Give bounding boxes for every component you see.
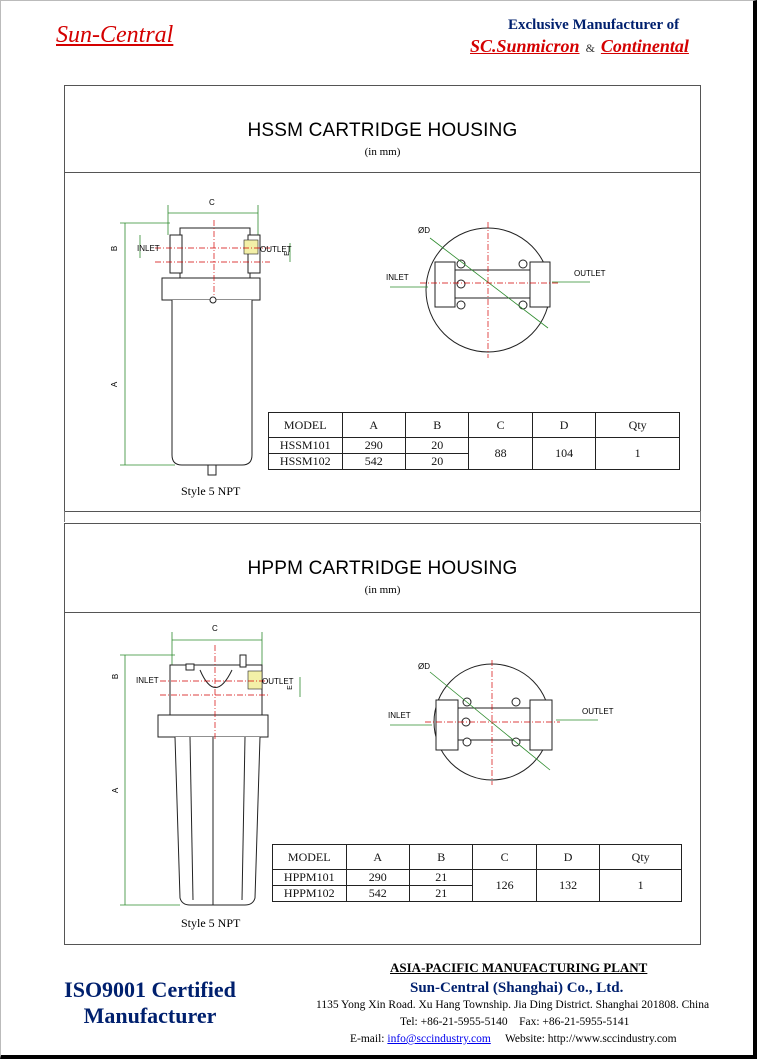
table-row: HSSM101 290 20 88 104 1 <box>268 437 680 470</box>
dim-c-label: C <box>209 198 215 207</box>
a-cell: 290 <box>341 437 406 454</box>
inlet-label: INLET <box>136 676 159 685</box>
center-lines <box>160 645 270 740</box>
qty-cell: 1 <box>595 437 680 470</box>
a-cell: 290 <box>345 869 410 886</box>
top-inlet-label: INLET <box>388 711 411 720</box>
c-cell: 126 <box>472 869 537 902</box>
hppm-spec-table: MODEL A B C D Qty HPPM101 290 21 126 132… <box>272 844 682 902</box>
outlet-fitting <box>243 239 259 255</box>
website-label: Website: <box>504 1033 545 1045</box>
top-outlet-label: OUTLET <box>582 707 614 716</box>
header-b: B <box>408 844 474 870</box>
dim-e-label: E <box>286 685 294 690</box>
model-cell: HPPM102 <box>272 885 347 902</box>
dim-b-label: B <box>111 673 121 680</box>
outlet-label: OUTLET <box>262 677 294 686</box>
sheet-separator <box>64 511 701 522</box>
style-label: Style 5 NPT <box>181 916 241 930</box>
dim-a-label: A <box>111 787 121 794</box>
contact-phone: Tel: +86-21-5955-5140 Fax: +86-21-5955-5… <box>400 1016 629 1028</box>
qty-cell: 1 <box>599 869 682 902</box>
brand-logo-text: Sun-Central <box>56 22 174 48</box>
b-cell: 21 <box>408 869 474 886</box>
sump-bowl <box>174 736 261 906</box>
inlet-port <box>169 234 183 274</box>
dimension-lines <box>120 205 291 466</box>
header-qty: Qty <box>595 412 680 438</box>
table-row: HPPM102 542 21 <box>272 885 682 902</box>
hssm-spec-table: MODEL A B C D Qty HSSM101 290 20 88 104 … <box>268 412 680 470</box>
inlet-label: INLET <box>137 244 160 253</box>
dim-d-label: ØD <box>418 226 430 235</box>
dim-d-label: ØD <box>418 662 430 671</box>
top-outlet-label: OUTLET <box>574 269 606 278</box>
model-cell: HSSM102 <box>268 453 343 470</box>
ampersand: & <box>585 41 595 55</box>
sheet-header: HPPM CARTRIDGE HOUSING (in mm) <box>65 524 700 613</box>
header-model: MODEL <box>268 412 343 438</box>
model-cell: HPPM101 <box>272 869 347 886</box>
sheet-title: HPPM CARTRIDGE HOUSING <box>247 558 518 579</box>
header-d: D <box>535 844 601 870</box>
brand-sunmicron: SC.Sunmicron <box>470 36 580 56</box>
brand-names: SC.Sunmicron&Continental <box>470 36 689 57</box>
brand-continental: Continental <box>600 36 689 56</box>
dim-c-label: C <box>212 624 218 633</box>
c-cell: 88 <box>468 437 533 470</box>
email-link[interactable]: info@sccindustry.com <box>387 1033 491 1045</box>
iso-line-1: ISO9001 Certified <box>64 977 236 1002</box>
website-link[interactable]: http://www.sccindustry.com <box>547 1033 677 1045</box>
header-a: A <box>341 412 406 438</box>
table-header-row: MODEL A B C D Qty <box>268 412 680 438</box>
b-cell: 20 <box>404 453 470 470</box>
iso-line-2: Manufacturer <box>83 1003 217 1028</box>
header-c: C <box>472 844 537 870</box>
d-cell: 132 <box>535 869 601 902</box>
tel-text: Tel: +86-21-5955-5140 <box>400 1016 508 1028</box>
plant-heading: ASIA-PACIFIC MANUFACTURING PLANT <box>390 960 648 975</box>
header-c: C <box>468 412 533 438</box>
outlet-fitting <box>247 670 263 690</box>
fax-text: Fax: +86-21-5955-5141 <box>519 1016 630 1028</box>
style-label: Style 5 NPT <box>181 484 241 498</box>
company-address: 1135 Yong Xin Road. Xu Hang Township. Ji… <box>316 999 710 1011</box>
center-lines <box>155 220 270 300</box>
top-inlet-label: INLET <box>386 273 409 282</box>
header-qty: Qty <box>599 844 682 870</box>
exclusive-manufacturer-label: Exclusive Manufacturer of <box>508 17 680 33</box>
d-cell: 104 <box>531 437 597 470</box>
iso-certification: ISO9001 Certified Manufacturer <box>55 977 245 1029</box>
a-cell: 542 <box>345 885 410 902</box>
sheet-unit: (in mm) <box>364 146 401 158</box>
contact-web: E-mail: info@sccindustry.com Website: ht… <box>350 1033 677 1045</box>
header-model: MODEL <box>272 844 347 870</box>
sheet-header: HSSM CARTRIDGE HOUSING (in mm) <box>65 86 700 173</box>
sheet-title: HSSM CARTRIDGE HOUSING <box>247 120 518 141</box>
sheet-unit: (in mm) <box>364 584 401 596</box>
outlet-label: OUTLET <box>260 245 292 254</box>
b-cell: 21 <box>408 885 474 902</box>
drain-plug <box>207 464 217 476</box>
table-row: HSSM102 542 20 <box>268 453 680 470</box>
cap-ring <box>157 714 269 738</box>
table-header-row: MODEL A B C D Qty <box>272 844 682 870</box>
company-name: Sun-Central (Shanghai) Co., Ltd. <box>410 980 624 996</box>
head-dome <box>199 669 233 688</box>
table-row: HPPM101 290 21 126 132 1 <box>272 869 682 902</box>
email-label: E-mail: <box>350 1033 385 1045</box>
header-a: A <box>345 844 410 870</box>
dimension-lines <box>120 632 301 906</box>
